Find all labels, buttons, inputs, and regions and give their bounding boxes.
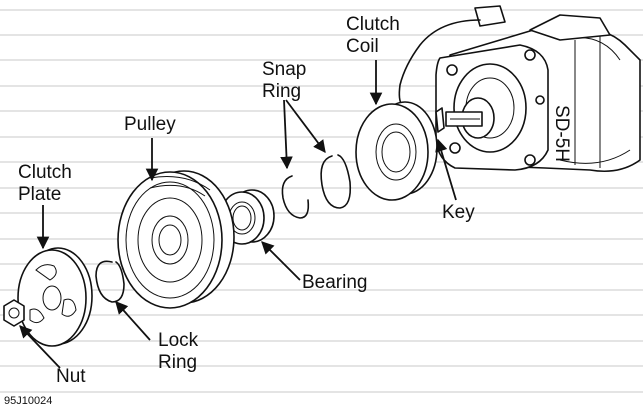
compressor-body: SD-5H bbox=[398, 5, 641, 173]
label-lock-ring-line2: Ring bbox=[158, 352, 197, 373]
label-key: Key bbox=[442, 202, 475, 223]
part-labels: Clutch Coil Snap Ring Pulley Clutch Plat… bbox=[4, 14, 475, 407]
key-part bbox=[435, 107, 445, 133]
compressor-marking: SD-5H bbox=[551, 105, 572, 162]
label-nut: Nut bbox=[56, 366, 86, 387]
label-clutch-coil-line2: Coil bbox=[346, 36, 379, 57]
clutch-coil-part bbox=[355, 101, 438, 201]
nut-part bbox=[3, 299, 25, 327]
label-clutch-coil-line1: Clutch bbox=[346, 14, 400, 35]
clutch-plate-part bbox=[17, 247, 93, 347]
label-pulley: Pulley bbox=[124, 114, 176, 135]
label-snap-ring-line2: Ring bbox=[262, 81, 301, 102]
label-clutch-plate-line1: Clutch bbox=[18, 162, 72, 183]
leader-lines bbox=[19, 60, 457, 369]
label-snap-ring-line1: Snap bbox=[262, 59, 306, 80]
lock-ring-part bbox=[95, 260, 125, 303]
snap-rings-part bbox=[281, 154, 352, 219]
background-rules bbox=[0, 9, 643, 393]
figure-code: 95J10024 bbox=[4, 395, 52, 407]
pulley-part bbox=[117, 170, 235, 309]
label-clutch-plate-line2: Plate bbox=[18, 184, 61, 205]
label-lock-ring-line1: Lock bbox=[158, 330, 199, 351]
label-bearing: Bearing bbox=[302, 272, 368, 293]
